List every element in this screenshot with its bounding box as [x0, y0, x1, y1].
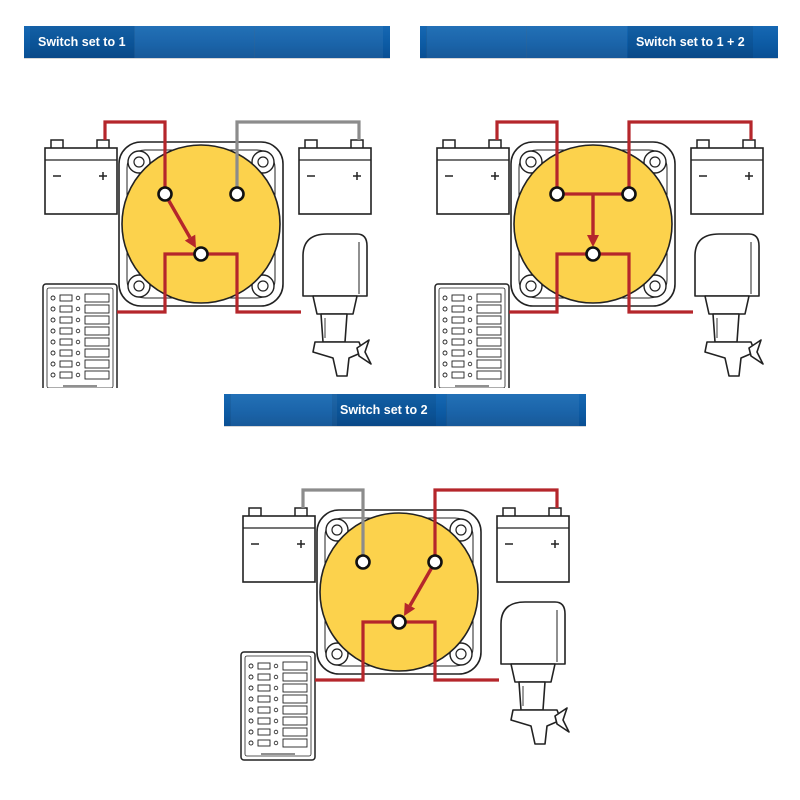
battery-2-icon: [690, 139, 764, 215]
switch-arrow-icon: [587, 194, 599, 247]
motor-wire: [593, 252, 693, 314]
battery-1-icon: [436, 139, 510, 215]
battery-1-icon: [44, 139, 118, 215]
panel-switch-2: Switch set to 2: [224, 394, 586, 766]
motor-wire: [399, 620, 499, 682]
panel-title: Switch set to 1: [30, 26, 134, 58]
load-wire: [315, 620, 399, 682]
terminal-node: [585, 246, 601, 262]
fuse-panel-icon: [42, 283, 118, 388]
diagram-group: [42, 120, 372, 388]
panel-switch-1: Switch set to 1: [24, 26, 390, 388]
terminal-node: [549, 186, 565, 202]
diagram-group: [240, 488, 570, 761]
panel-title: Switch set to 1 + 2: [628, 26, 753, 58]
battery-2-icon: [298, 139, 372, 215]
terminal-node: [427, 554, 443, 570]
terminal-node: [193, 246, 209, 262]
battery-1-icon: [242, 507, 316, 583]
battery-1-wire: [495, 120, 559, 194]
terminal-node: [621, 186, 637, 202]
terminal-node: [157, 186, 173, 202]
fuse-panel-icon: [240, 651, 316, 761]
battery-switch-icon: [118, 141, 284, 307]
battery-1-wire: [103, 120, 167, 194]
fuse-panel-icon: [434, 283, 510, 388]
battery-2-wire: [235, 120, 361, 194]
battery-1-wire: [301, 488, 365, 562]
switch-arrow-icon: [163, 193, 196, 248]
motor-wire: [201, 252, 301, 314]
battery-2-wire: [627, 120, 753, 194]
battery-switch-icon: [316, 509, 482, 675]
wiring-diagram: [434, 120, 764, 388]
switch-arrow-icon: [404, 561, 437, 616]
panel-header: Switch set to 1 + 2: [420, 26, 778, 59]
panel-title: Switch set to 2: [332, 394, 436, 426]
outboard-motor-icon: [302, 233, 372, 377]
battery-2-icon: [496, 507, 570, 583]
panel-header: Switch set to 2: [224, 394, 586, 427]
outboard-motor-icon: [694, 233, 764, 377]
wiring-diagram: [240, 488, 570, 761]
panel-switch-1-2: Switch set to 1 + 2: [420, 26, 778, 388]
terminal-node: [355, 554, 371, 570]
load-wire: [509, 252, 593, 314]
load-wire: [117, 252, 201, 314]
outboard-motor-icon: [500, 601, 570, 745]
battery-2-wire: [433, 488, 559, 562]
terminal-node: [229, 186, 245, 202]
panel-header: Switch set to 1: [24, 26, 390, 59]
terminal-node: [391, 614, 407, 630]
wiring-diagram: [42, 120, 372, 388]
diagram-group: [434, 120, 764, 388]
